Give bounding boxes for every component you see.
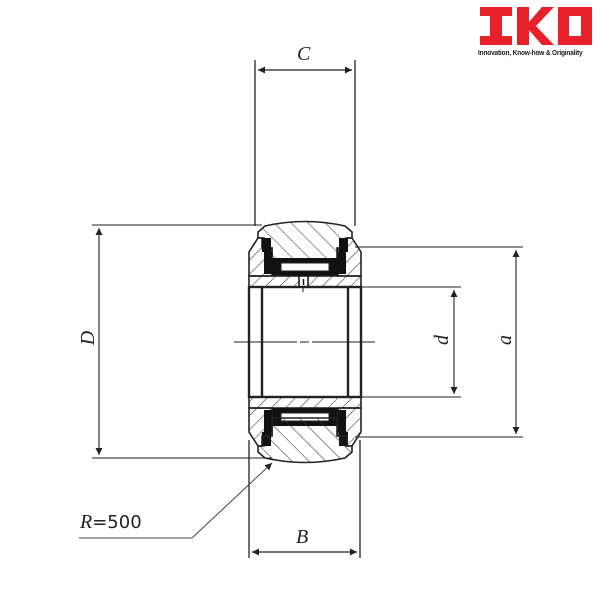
dimension-a (355, 246, 523, 438)
bearing-section-top (248, 220, 362, 288)
radius-leader (79, 462, 273, 539)
dimension-d (362, 286, 461, 398)
iko-logo: Innovation, Know-how & Originality (478, 6, 596, 66)
label-a: a (494, 335, 516, 345)
logo-tagline: Innovation, Know-how & Originality (478, 48, 583, 57)
dimension-C (254, 60, 356, 226)
dimension-B (248, 440, 361, 558)
label-D: D (77, 330, 99, 346)
radius-note: R=500 (80, 512, 142, 532)
label-d: d (431, 335, 453, 345)
bearing-section-bottom (248, 396, 362, 464)
label-B: B (296, 526, 309, 548)
radius-symbol: R (80, 511, 93, 533)
iko-logo-mark (480, 7, 592, 45)
label-C: C (297, 43, 311, 65)
dimension-D (92, 224, 272, 459)
radius-value: =500 (92, 512, 142, 533)
